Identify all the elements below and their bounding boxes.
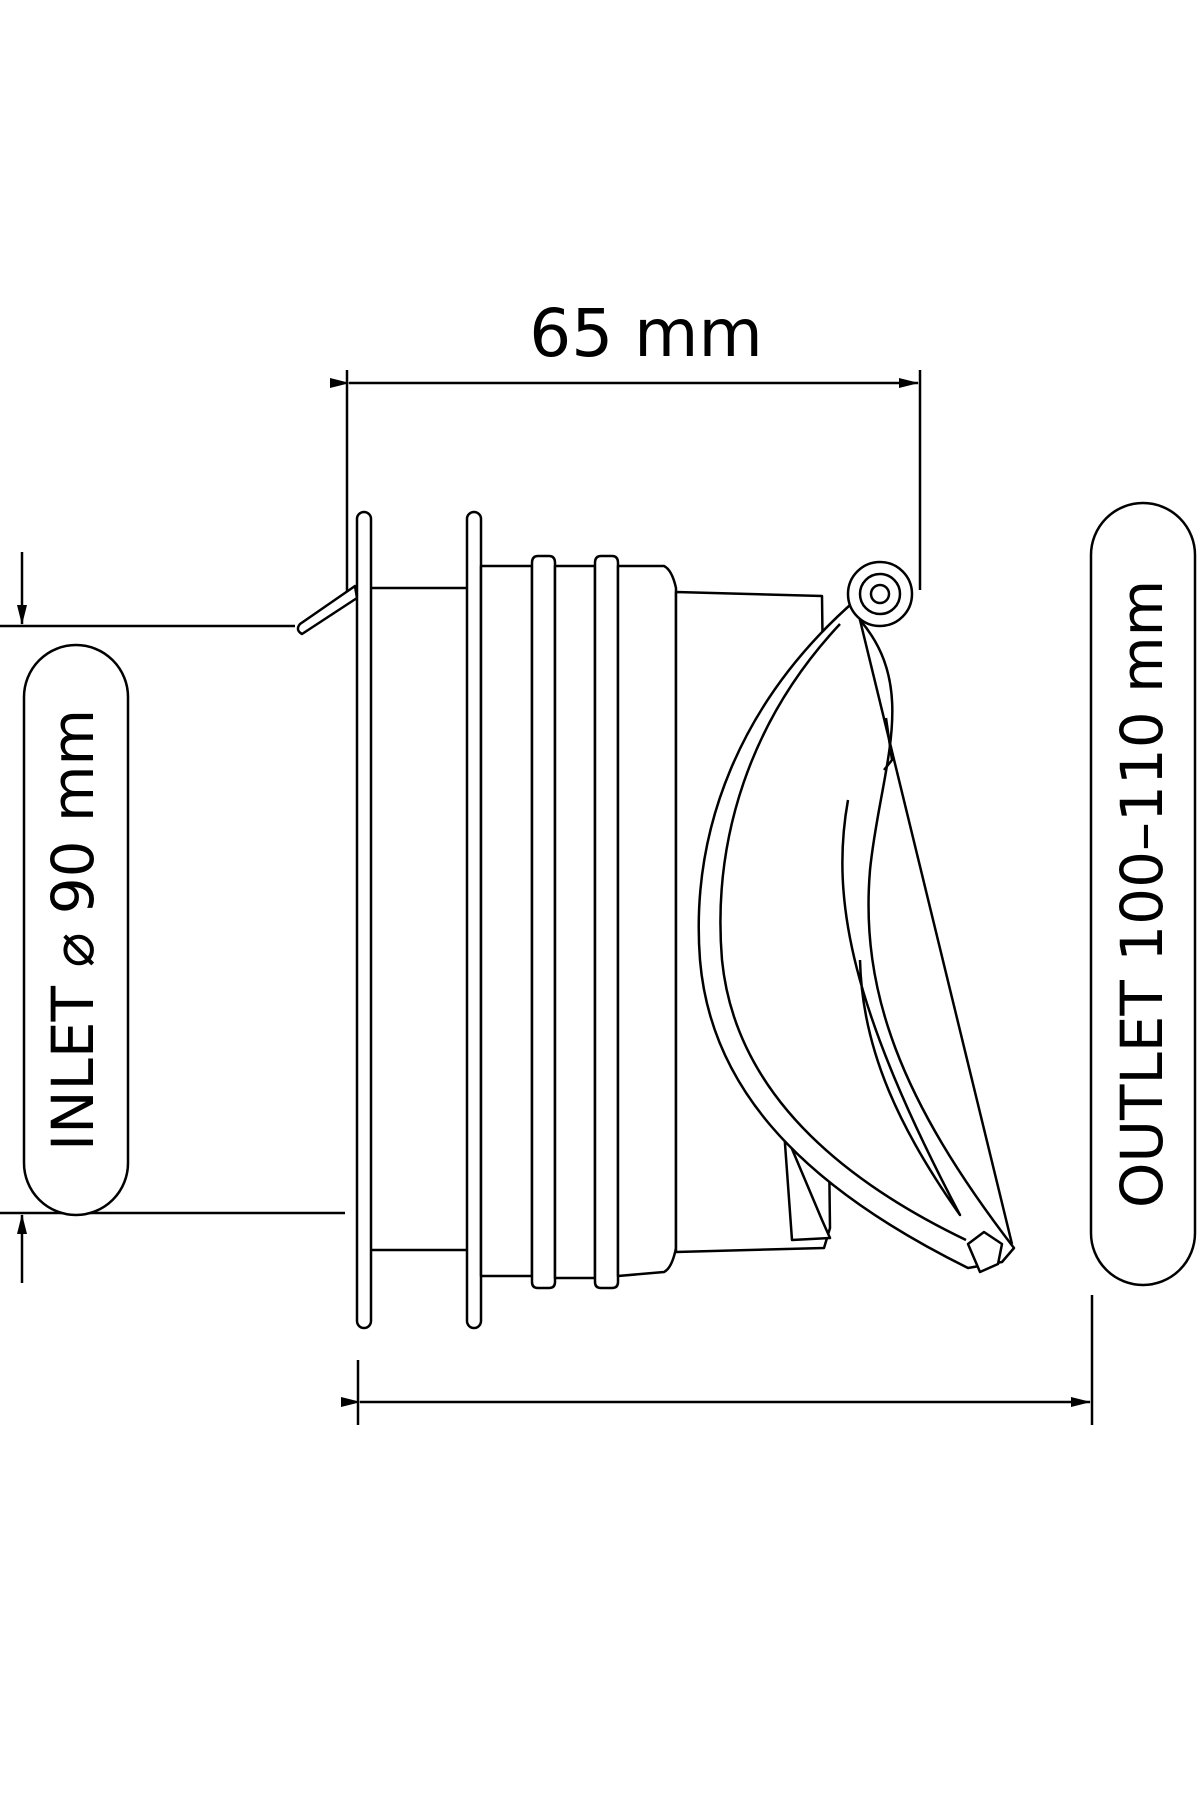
- inlet-label: INLET ⌀ 90 mm: [39, 709, 107, 1151]
- inlet-cylinder: [366, 586, 470, 1252]
- valve-flap: [697, 596, 1016, 1274]
- flap-inner-edge: [719, 623, 967, 1242]
- flap-crease: [883, 717, 894, 771]
- flap-inner-recess: [841, 799, 962, 1217]
- outlet-collar: [479, 564, 534, 1278]
- flap-outer: [697, 596, 1016, 1270]
- hinge: [846, 560, 914, 628]
- outlet-label: OUTLET 100–110 mm: [1108, 580, 1176, 1208]
- flange-2: [465, 510, 483, 1330]
- flared-end: [616, 564, 678, 1278]
- length-dimension: [330, 370, 922, 602]
- rib-band: [553, 564, 597, 1280]
- flap-tip: [966, 1230, 1004, 1274]
- rib-2: [593, 554, 620, 1290]
- hinge-pin-icon: [869, 583, 891, 605]
- length-label: 65 mm: [529, 295, 763, 372]
- rib-1: [530, 554, 557, 1290]
- outlet-length-dimension: [341, 1295, 1094, 1425]
- flange-1: [355, 510, 373, 1330]
- inlet-label-pill: [22, 643, 130, 1217]
- lower-fin: [782, 1128, 832, 1242]
- flap-edge-line: [858, 619, 1014, 1245]
- outlet-label-pill: [1089, 501, 1197, 1287]
- tab: [296, 584, 359, 636]
